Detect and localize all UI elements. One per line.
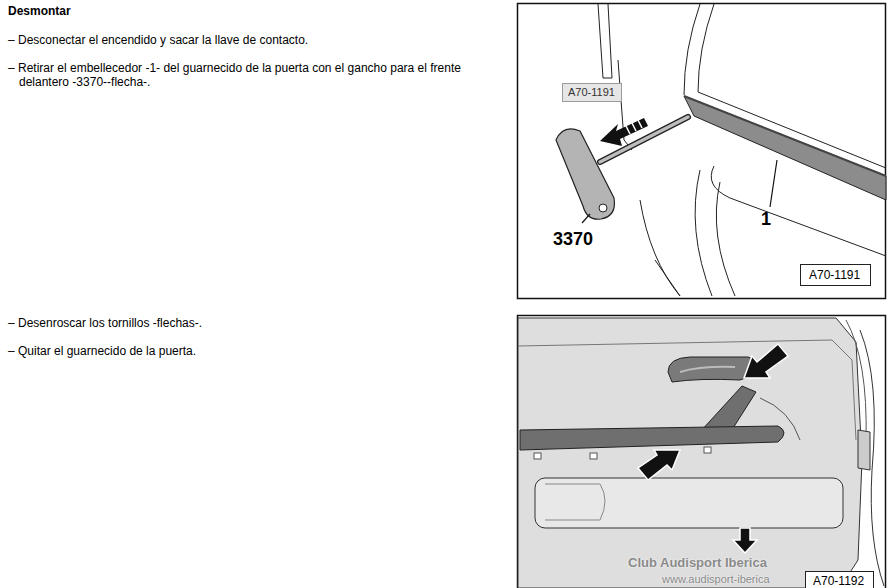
leader-line — [582, 160, 777, 223]
callout-number: 1 — [761, 209, 771, 229]
callout-number: 3370 — [553, 229, 593, 249]
figure-number-box: A70-1191 — [800, 264, 871, 286]
watermark: www.audisport-iberica — [662, 573, 770, 586]
figure-frame — [518, 316, 886, 588]
step-text: – Desenroscar los tornillos -flechas-. — [8, 316, 514, 330]
door-trim — [598, 4, 886, 296]
step-text: – Desconectar el encendido y sacar la ll… — [8, 33, 514, 47]
watermark: Club Audisport Iberica — [628, 556, 767, 570]
section-heading: Desmontar — [8, 4, 71, 18]
figure-code: A70-1191 — [809, 268, 862, 282]
hook-tool — [556, 117, 688, 219]
figure-tag: A70-1191 — [562, 83, 622, 102]
trim-strip — [684, 96, 886, 200]
step-text: – Quitar el guarnecido de la puerta. — [8, 344, 514, 358]
direction-arrow — [600, 118, 648, 146]
door-pocket — [534, 447, 843, 528]
figure-code: A70-1192 — [813, 574, 866, 588]
screw-arrow — [638, 344, 788, 553]
figure-number-box: A70-1192 — [805, 571, 874, 588]
door-panel — [518, 318, 884, 588]
step-text: – Retirar el embellecedor -1- del guarne… — [8, 61, 514, 89]
figure-code: A70-1191 — [568, 86, 616, 99]
figure-frame — [518, 4, 886, 299]
armrest — [520, 386, 800, 450]
